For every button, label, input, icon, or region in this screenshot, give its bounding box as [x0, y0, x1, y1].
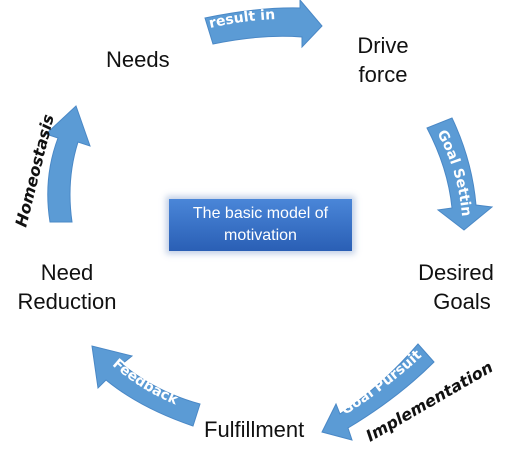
center-title-line2: motivation: [224, 227, 297, 244]
arrow-result-in: [204, 0, 323, 49]
arrow-goal-setting: [426, 117, 494, 231]
node-fulfillment: Fulfillment: [204, 417, 305, 442]
node-need-reduction: Need Reduction: [10, 258, 124, 316]
node-drive-force: Drive force: [348, 31, 418, 89]
center-title-line1: The basic model of: [192, 205, 329, 222]
center-title-box: The basic model of motivation: [169, 199, 352, 251]
node-drive-force-line2: force: [358, 62, 408, 87]
arrow-feedback: [91, 345, 201, 427]
node-need-reduction-line2: Reduction: [17, 289, 117, 314]
node-desired-goals-line2: Goals: [433, 289, 491, 314]
arrow-goal-pursuit: [321, 343, 435, 441]
node-needs: Needs: [106, 47, 170, 72]
node-need-reduction-line1: Need: [40, 260, 94, 285]
arrow-homeostasis: [45, 105, 91, 223]
node-desired-goals-line1: Desired: [418, 260, 494, 285]
node-drive-force-line1: Drive: [357, 33, 409, 58]
node-desired-goals: Desired Goals: [408, 258, 504, 316]
